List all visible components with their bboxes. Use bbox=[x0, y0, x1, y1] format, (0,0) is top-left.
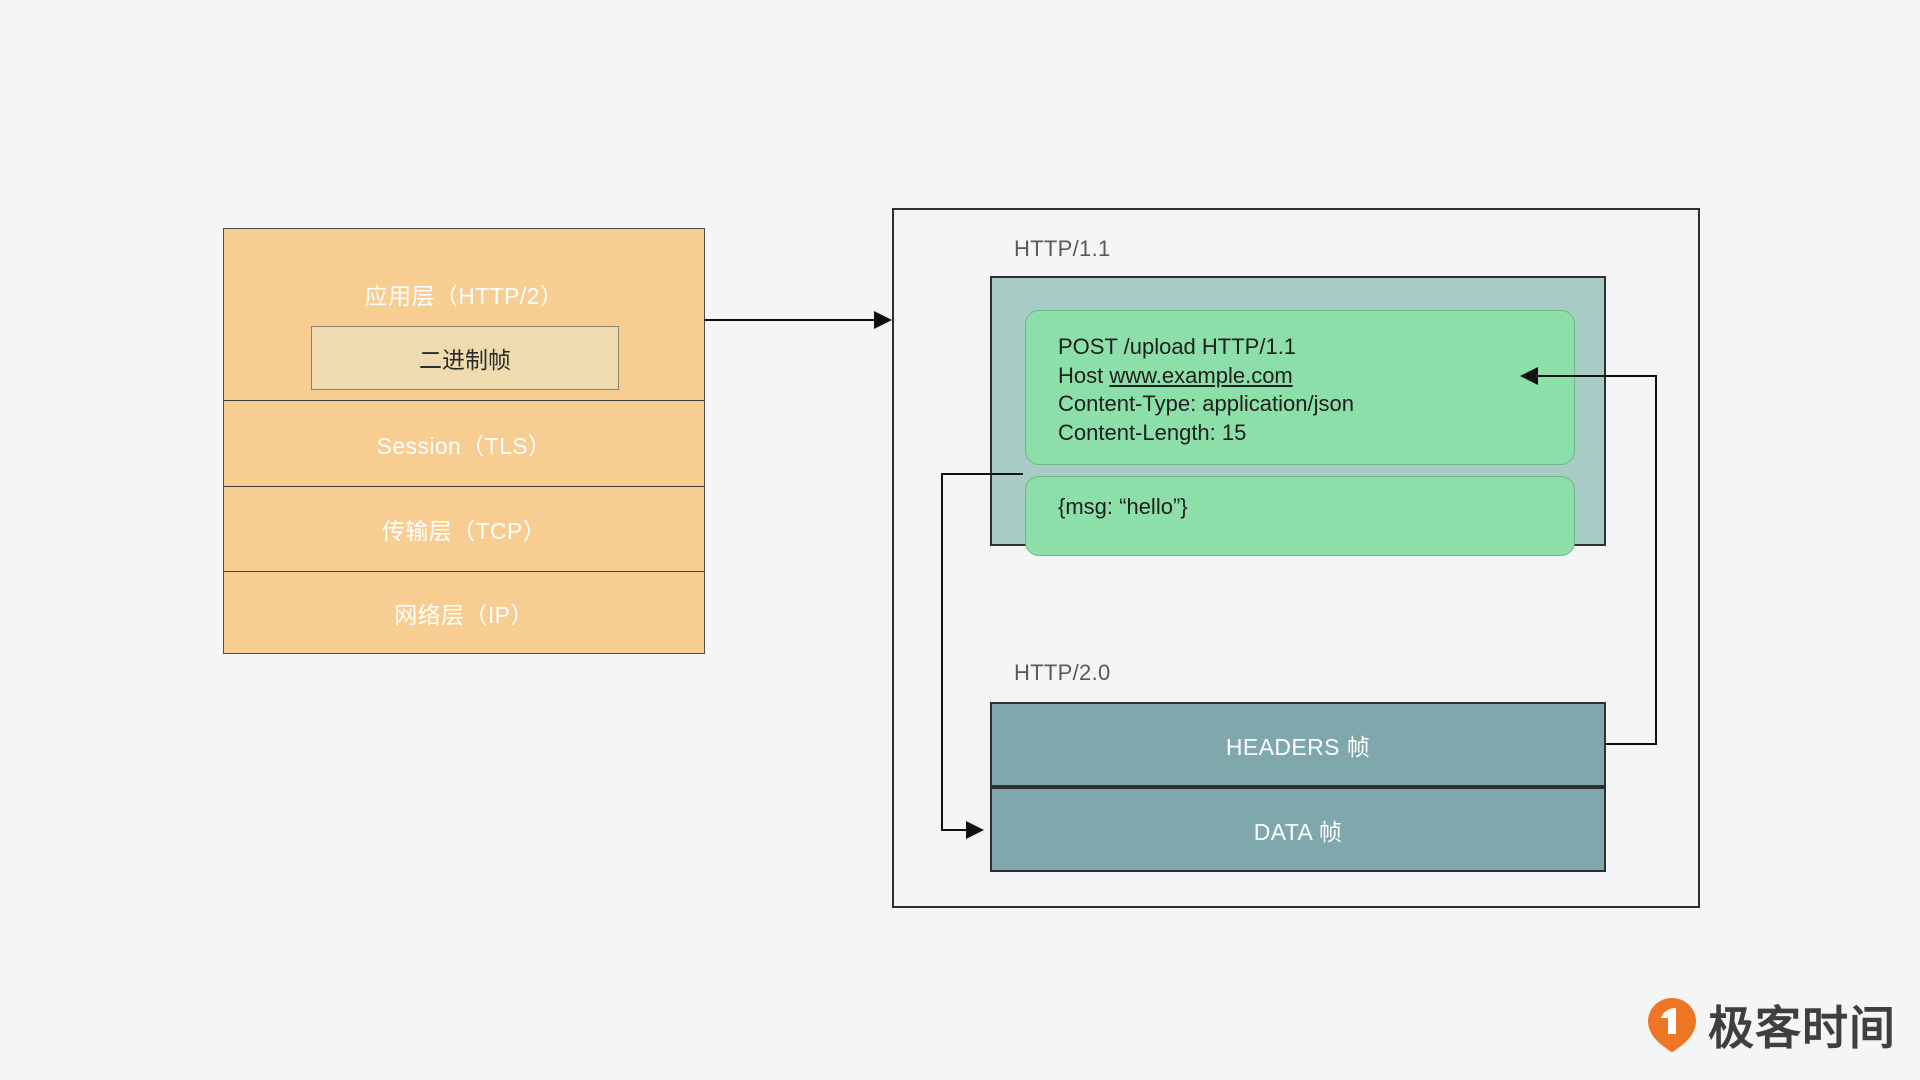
http2-data-frame: DATA 帧 bbox=[990, 787, 1606, 872]
http2-data-frame-label: DATA 帧 bbox=[1253, 818, 1343, 845]
http11-message-container: POST /upload HTTP/1.1 Host www.example.c… bbox=[990, 276, 1606, 556]
binary-frame-label: 二进制帧 bbox=[419, 347, 511, 373]
protocol-comparison-panel: HTTP/1.1 POST /upload HTTP/1.1 Host www.… bbox=[892, 208, 1700, 908]
stack-to-panel-arrow-icon bbox=[704, 311, 892, 329]
brand-logo-text: 极客时间 bbox=[1708, 1002, 1896, 1054]
stack-layer-application-label: 应用层（HTTP/2） bbox=[364, 283, 564, 309]
brand-logo: 极客时间 bbox=[1646, 992, 1896, 1058]
host-label: Host bbox=[1058, 362, 1110, 388]
host-url-link[interactable]: www.example.com bbox=[1109, 362, 1293, 388]
stack-layer-transport: 传输层（TCP） bbox=[224, 487, 704, 572]
http11-request-body-box: {msg: “hello”} bbox=[1025, 476, 1575, 556]
geekbang-mark-icon bbox=[1648, 998, 1696, 1053]
http2-headers-frame: HEADERS 帧 bbox=[990, 702, 1606, 787]
stack-layer-transport-label: 传输层（TCP） bbox=[381, 518, 547, 544]
protocol-stack: 应用层（HTTP/2） 二进制帧 Session（TLS） 传输层（TCP） 网… bbox=[223, 228, 705, 654]
request-content-type-line: Content-Type: application/json bbox=[1058, 391, 1354, 417]
binary-frame-box: 二进制帧 bbox=[311, 326, 619, 390]
request-host-line: Host www.example.com bbox=[1058, 362, 1574, 391]
http11-request-headers-box: POST /upload HTTP/1.1 Host www.example.c… bbox=[1025, 310, 1575, 465]
stack-layer-network-label: 网络层（IP） bbox=[394, 601, 534, 628]
stack-layer-network: 网络层（IP） bbox=[224, 572, 704, 653]
stack-layer-session: Session（TLS） bbox=[224, 401, 704, 487]
http2-headers-frame-label: HEADERS 帧 bbox=[1225, 733, 1371, 760]
request-line: POST /upload HTTP/1.1 bbox=[1058, 334, 1297, 359]
request-body-text: {msg: “hello”} bbox=[1058, 494, 1188, 519]
stack-layer-session-label: Session（TLS） bbox=[376, 432, 552, 459]
http20-caption: HTTP/2.0 bbox=[1014, 660, 1111, 685]
request-content-length-line: Content-Length: 15 bbox=[1058, 419, 1247, 445]
http11-caption: HTTP/1.1 bbox=[1014, 236, 1111, 261]
